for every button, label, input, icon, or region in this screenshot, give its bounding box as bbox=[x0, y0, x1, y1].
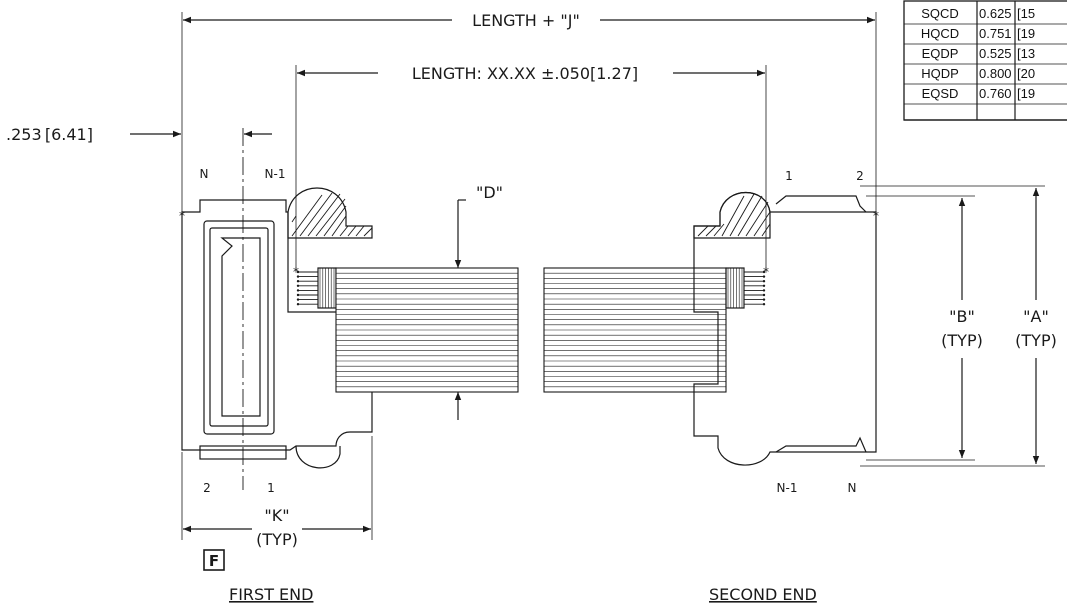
first-asterisk-left: * bbox=[179, 209, 185, 223]
table-cell-code: HQDP bbox=[921, 66, 959, 81]
k-label: "K" bbox=[264, 506, 289, 525]
length-tolerance-label: LENGTH: XX.XX ±.050[1.27] bbox=[412, 64, 638, 83]
table-cell-metric: [19 bbox=[1017, 86, 1035, 101]
b-dimension: "B" (TYP) bbox=[866, 195, 983, 461]
table-cell-value: 0.751 bbox=[979, 26, 1012, 41]
pin-tip bbox=[762, 275, 766, 278]
table-cell-value: 0.525 bbox=[979, 46, 1012, 61]
pin-tip bbox=[762, 270, 766, 274]
ribbon-cable-right bbox=[543, 267, 727, 393]
table-cell-value: 0.625 bbox=[979, 6, 1012, 21]
table-cell-metric: [15 bbox=[1017, 6, 1035, 21]
ribbon-cable-left bbox=[335, 267, 519, 393]
table-cell-metric: [19 bbox=[1017, 26, 1035, 41]
pin-tip bbox=[762, 284, 766, 287]
pin-tip bbox=[296, 289, 300, 292]
second-end-label: SECOND END bbox=[709, 585, 817, 604]
second-asterisk-pin: * bbox=[763, 265, 769, 279]
table-cell-value: 0.800 bbox=[979, 66, 1012, 81]
a-typ-label: (TYP) bbox=[1015, 331, 1057, 350]
b-typ-label: (TYP) bbox=[941, 331, 983, 350]
b-label: "B" bbox=[949, 307, 975, 326]
pin-tip bbox=[762, 303, 766, 306]
d-label: "D" bbox=[476, 183, 503, 202]
k-dimension: "K" (TYP) bbox=[181, 436, 373, 549]
first-strain-relief-hatch bbox=[287, 187, 373, 239]
first-pin-1: 1 bbox=[267, 481, 275, 495]
second-pin-n1: N-1 bbox=[777, 481, 798, 495]
second-pin-n: N bbox=[848, 481, 857, 495]
pin-tip bbox=[296, 275, 300, 278]
pin-tip bbox=[762, 280, 766, 283]
pin-tip bbox=[296, 303, 300, 306]
table-cell-code: EQSD bbox=[922, 86, 959, 101]
pin-tip bbox=[296, 270, 300, 274]
table-cell-metric: [20 bbox=[1017, 66, 1035, 81]
second-pin-2: 2 bbox=[856, 169, 864, 183]
pin-tip bbox=[296, 280, 300, 283]
pin-tip bbox=[762, 293, 766, 297]
table-cell-code: HQCD bbox=[921, 26, 959, 41]
table-cell-code: EQDP bbox=[922, 46, 959, 61]
first-pin-n: N bbox=[200, 167, 209, 181]
pin-tip bbox=[296, 284, 300, 287]
length-j-dimension: LENGTH + "J" bbox=[181, 11, 877, 215]
pin-tip bbox=[762, 289, 766, 292]
first-end-label: FIRST END bbox=[229, 585, 313, 604]
pin-tip bbox=[296, 298, 300, 301]
first-end-connector: N N-1 2 1 * bbox=[179, 128, 373, 495]
table-cell-value: 0.760 bbox=[979, 86, 1012, 101]
first-pin-n1: N-1 bbox=[265, 167, 286, 181]
offset-label: .253 [6.41] bbox=[6, 125, 93, 144]
flag-label: F bbox=[209, 552, 219, 570]
table-cell-code: SQCD bbox=[921, 6, 959, 21]
second-asterisk-right: * bbox=[873, 209, 879, 223]
length-tolerance-dimension: LENGTH: XX.XX ±.050[1.27] bbox=[295, 64, 767, 270]
second-end-connector: 1 2 N-1 N * * bbox=[693, 169, 879, 495]
a-label: "A" bbox=[1023, 307, 1049, 326]
pin-tip bbox=[762, 298, 766, 301]
first-asterisk-pin: * bbox=[293, 265, 299, 279]
flag-box: F bbox=[203, 549, 225, 571]
table-cell-metric: [13 bbox=[1017, 46, 1035, 61]
second-strain-relief-hatch bbox=[693, 191, 771, 239]
a-dimension: "A" (TYP) bbox=[860, 185, 1057, 467]
offset-dimension: .253 [6.41] bbox=[6, 125, 272, 144]
length-j-label: LENGTH + "J" bbox=[472, 11, 580, 30]
k-typ-label: (TYP) bbox=[256, 530, 298, 549]
second-pin-1: 1 bbox=[785, 169, 793, 183]
pin-tip bbox=[296, 293, 300, 297]
d-dimension: "D" bbox=[454, 183, 503, 420]
first-pin-2: 2 bbox=[203, 481, 211, 495]
